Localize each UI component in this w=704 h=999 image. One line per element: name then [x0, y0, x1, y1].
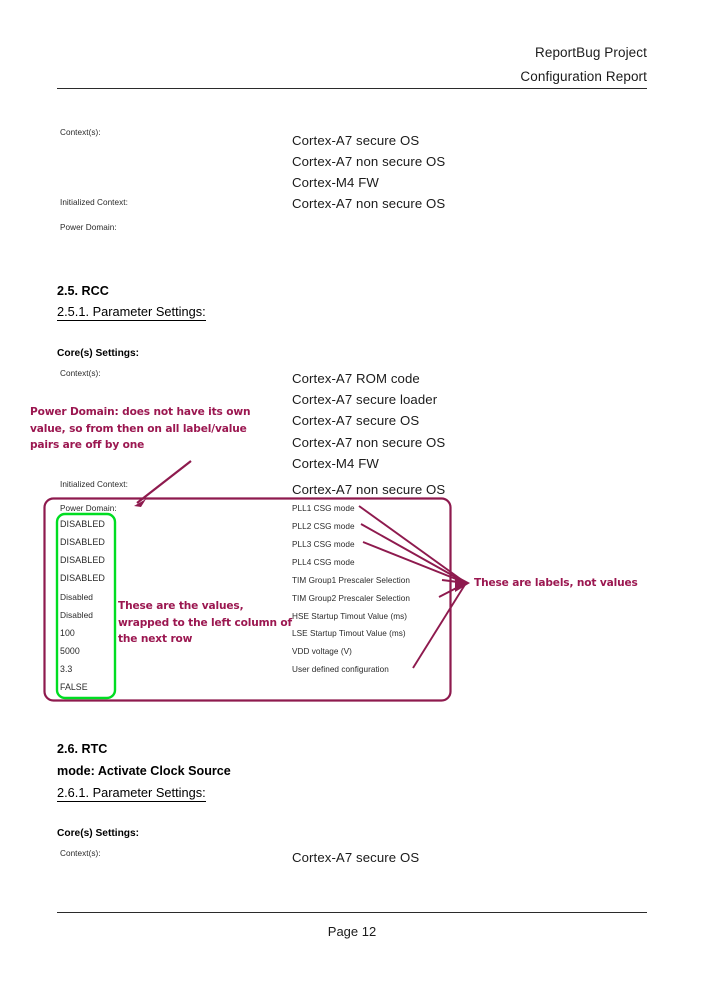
rcc-parameter-label-4: TIM Group1 Prescaler Selection	[292, 576, 410, 585]
top-context-value-1: Cortex-A7 non secure OS	[292, 154, 446, 169]
annotation-labels-note: These are labels, not values	[474, 577, 638, 589]
rcc-context-value-1: Cortex-A7 secure loader	[292, 392, 438, 407]
rcc-parameter-label-0: PLL1 CSG mode	[292, 504, 355, 513]
rtc-context-value-0: Cortex-A7 secure OS	[292, 850, 420, 865]
rcc-context-value-4: Cortex-M4 FW	[292, 456, 379, 471]
rcc-cores-settings-heading: Core(s) Settings:	[57, 348, 140, 359]
rcc-parameter-label-8: VDD voltage (V)	[292, 647, 352, 656]
report-subtitle: Configuration Report	[520, 69, 647, 84]
rcc-wrapped-value-4: Disabled	[60, 592, 93, 602]
rcc-heading: 2.5. RCC	[57, 284, 109, 298]
rcc-wrapped-value-3: DISABLED	[60, 573, 105, 583]
top-label-contexts: Context(s):	[60, 128, 101, 137]
rcc-parameter-label-3: PLL4 CSG mode	[292, 558, 355, 567]
rcc-subheading: 2.5.1. Parameter Settings:	[57, 304, 206, 321]
top-context-value-0: Cortex-A7 secure OS	[292, 133, 420, 148]
top-label-initialized-context: Initialized Context:	[60, 198, 128, 207]
rcc-parameter-label-1: PLL2 CSG mode	[292, 522, 355, 531]
rcc-wrapped-value-5: Disabled	[60, 610, 93, 620]
rcc-parameter-label-2: PLL3 CSG mode	[292, 540, 355, 549]
rcc-context-value-0: Cortex-A7 ROM code	[292, 371, 420, 386]
rcc-parameter-label-7: LSE Startup Timout Value (ms)	[292, 629, 406, 638]
rtc-subheading: 2.6.1. Parameter Settings:	[57, 785, 206, 802]
annotation-values-note: These are the values, wrapped to the lef…	[118, 600, 293, 645]
labels-arrowhead	[455, 575, 470, 592]
rcc-wrapped-value-0: DISABLED	[60, 519, 105, 529]
rcc-wrapped-value-7: 5000	[60, 646, 80, 656]
rcc-wrapped-value-8: 3.3	[60, 664, 73, 674]
rcc-wrapped-value-9: FALSE	[60, 682, 88, 692]
rtc-mode: mode: Activate Clock Source	[57, 764, 231, 778]
rcc-label-power-domain: Power Domain:	[60, 504, 117, 513]
top-initialized-context-value: Cortex-A7 non secure OS	[292, 196, 446, 211]
page-number: Page 12	[327, 924, 377, 939]
rcc-initialized-context-value: Cortex-A7 non secure OS	[292, 482, 446, 497]
rtc-cores-settings-heading: Core(s) Settings:	[57, 828, 140, 839]
rcc-label-contexts: Context(s):	[60, 369, 101, 378]
rcc-wrapped-value-1: DISABLED	[60, 537, 105, 547]
rcc-label-initialized-context: Initialized Context:	[60, 480, 128, 489]
rcc-wrapped-value-2: DISABLED	[60, 555, 105, 565]
header-divider	[57, 88, 647, 89]
labels-leader-lines	[358, 505, 467, 669]
rcc-parameter-label-5: TIM Group2 Prescaler Selection	[292, 594, 410, 603]
rcc-context-value-2: Cortex-A7 secure OS	[292, 413, 420, 428]
top-context-value-2: Cortex-M4 FW	[292, 175, 379, 190]
rcc-context-value-3: Cortex-A7 non secure OS	[292, 435, 446, 450]
report-project-title: ReportBug Project	[534, 45, 647, 60]
rcc-parameter-label-9: User defined configuration	[292, 665, 389, 674]
power-domain-arrowhead	[134, 499, 146, 507]
rtc-label-contexts: Context(s):	[60, 849, 101, 858]
annotation-power-domain-note: Power Domain: does not have its own valu…	[30, 406, 251, 451]
rcc-parameter-label-6: HSE Startup Timout Value (ms)	[292, 612, 408, 621]
footer-divider	[57, 912, 647, 913]
rcc-wrapped-value-6: 100	[60, 628, 75, 638]
top-label-power-domain: Power Domain:	[60, 223, 117, 232]
power-domain-leader-line	[136, 460, 192, 504]
rtc-heading: 2.6. RTC	[57, 742, 108, 756]
